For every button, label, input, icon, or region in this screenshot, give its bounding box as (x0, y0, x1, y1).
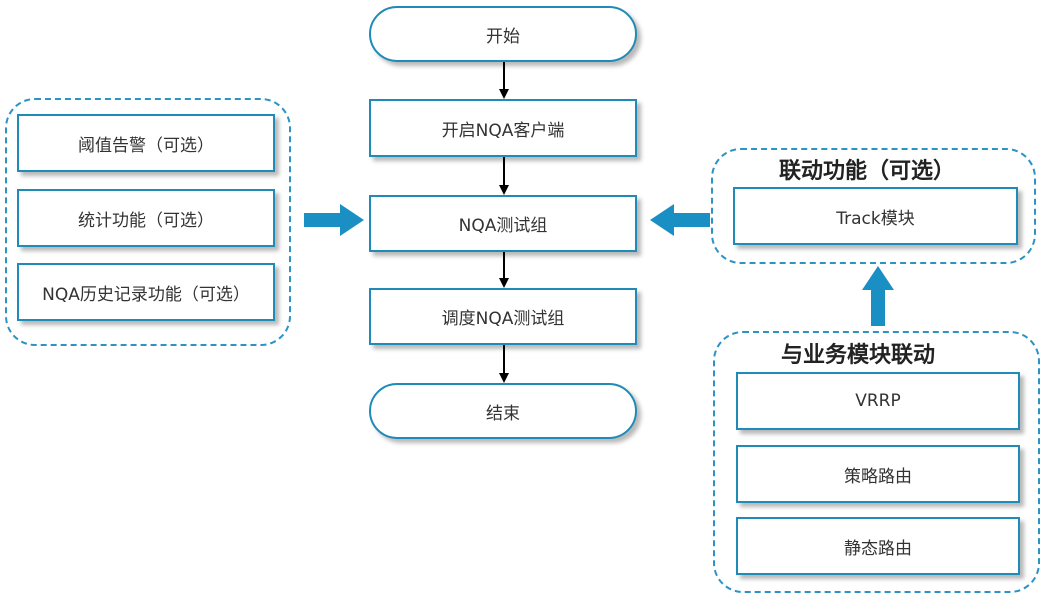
linkage-group-title: 联动功能（可选） (775, 153, 960, 185)
fat-arrow-left-group-to-test (304, 204, 364, 236)
left-optional-group (5, 98, 291, 346)
nqa-test-group-label: NQA测试组 (458, 216, 548, 236)
threshold-alarm-label: 阈值告警（可选） (78, 135, 214, 156)
start-node: 开始 (369, 6, 637, 62)
end-node: 结束 (369, 383, 637, 439)
service-group-title: 与业务模块联动 (777, 337, 940, 369)
linkage-optional-group (711, 148, 1036, 264)
nqa-history-box: NQA历史记录功能（可选） (17, 263, 275, 321)
schedule-nqa-test-group-label: 调度NQA测试组 (441, 309, 565, 329)
threshold-alarm-box: 阈值告警（可选） (17, 114, 275, 172)
nqa-test-group-step: NQA测试组 (369, 195, 637, 252)
static-routing-box: 静态路由 (736, 517, 1020, 575)
track-module-label: Track模块 (836, 208, 915, 229)
fat-arrow-service-to-track (862, 266, 894, 326)
end-label: 结束 (486, 403, 520, 424)
enable-nqa-client-label: 开启NQA客户端 (441, 120, 565, 141)
vrrp-label: VRRP (855, 391, 901, 411)
fat-arrow-track-to-test (650, 204, 710, 236)
nqa-history-label: NQA历史记录功能（可选） (42, 284, 250, 305)
enable-nqa-client-step: 开启NQA客户端 (369, 99, 637, 157)
schedule-nqa-test-group-step: 调度NQA测试组 (369, 288, 637, 345)
statistics-box: 统计功能（可选） (17, 189, 275, 247)
statistics-label: 统计功能（可选） (78, 210, 214, 231)
static-routing-label: 静态路由 (844, 538, 912, 559)
service-module-group (713, 331, 1040, 593)
policy-routing-box: 策略路由 (736, 445, 1020, 503)
vrrp-box: VRRP (736, 372, 1020, 430)
track-module-box: Track模块 (733, 187, 1018, 245)
start-label: 开始 (486, 26, 520, 47)
policy-routing-label: 策略路由 (844, 466, 912, 487)
